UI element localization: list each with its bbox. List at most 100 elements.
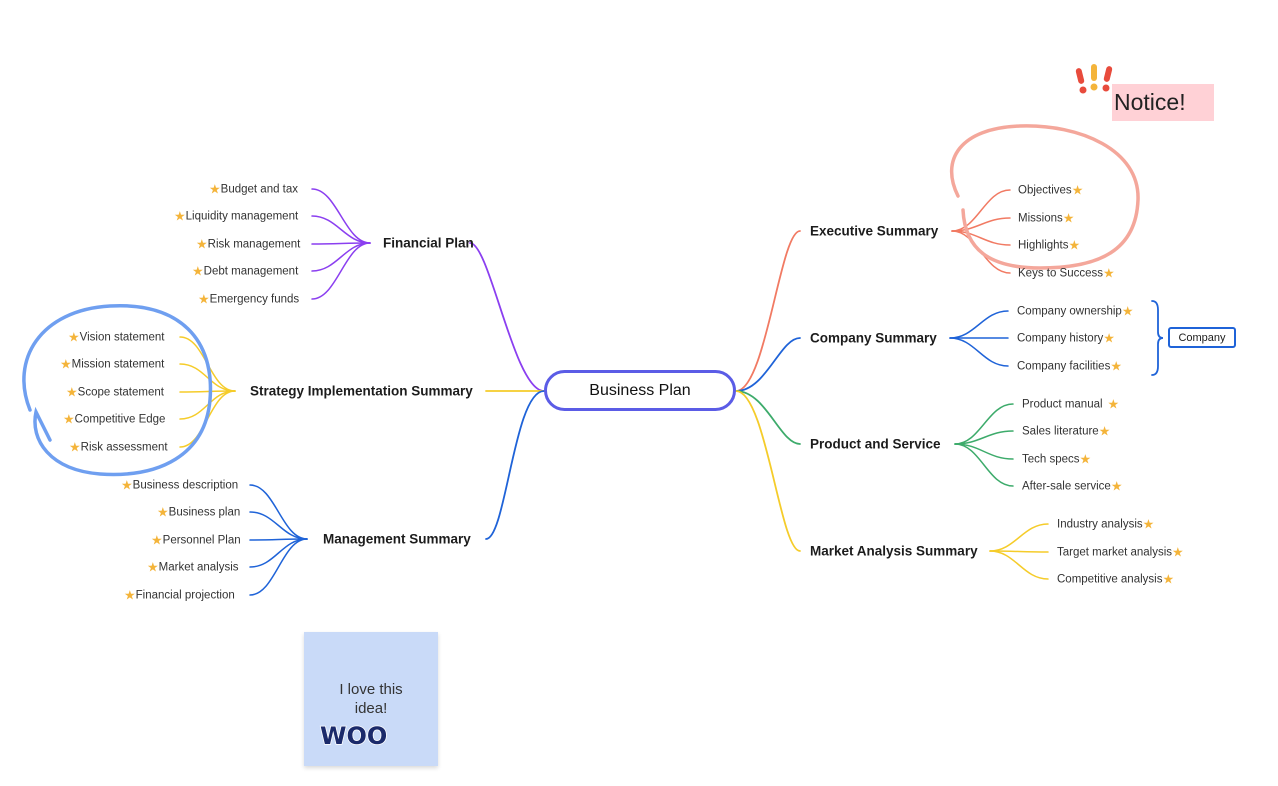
sticky-note[interactable]: I love this idea! WOO bbox=[304, 632, 438, 766]
star-icon: ★ bbox=[147, 559, 159, 575]
leaf-connector-company-0 bbox=[949, 310, 1009, 339]
leaf-connector-management-3 bbox=[249, 538, 308, 568]
star-icon: ★ bbox=[1121, 303, 1134, 319]
branch-management-summary[interactable]: Management Summary bbox=[323, 531, 471, 547]
leaf-connector-financial-1 bbox=[311, 215, 371, 244]
leaf-company-ownership[interactable]: Company ownership★ bbox=[1017, 303, 1134, 319]
star-icon: ★ bbox=[174, 208, 186, 224]
leaf-industry-analysis[interactable]: Industry analysis★ bbox=[1057, 516, 1155, 532]
central-topic-business-plan[interactable]: Business Plan bbox=[544, 370, 736, 411]
star-icon: ★ bbox=[121, 477, 133, 493]
leaf-connector-product-3 bbox=[954, 443, 1014, 487]
branch-strategy-implementation-summary[interactable]: Strategy Implementation Summary bbox=[250, 383, 473, 399]
star-icon: ★ bbox=[1172, 544, 1184, 560]
summary-bracket bbox=[1151, 300, 1164, 376]
leaf-target-market-analysis[interactable]: Target market analysis★ bbox=[1057, 544, 1184, 560]
branch-executive-summary[interactable]: Executive Summary bbox=[810, 223, 939, 239]
notice-label[interactable]: Notice! bbox=[1112, 84, 1214, 121]
leaf-emergency-funds[interactable]: ★Emergency funds bbox=[198, 291, 300, 307]
connector-market bbox=[735, 390, 801, 552]
leaf-objectives[interactable]: Objectives★ bbox=[1018, 182, 1084, 198]
leaf-connector-market-2 bbox=[989, 550, 1049, 580]
star-icon: ★ bbox=[1068, 237, 1081, 253]
star-icon: ★ bbox=[198, 291, 210, 307]
leaf-connector-market-0 bbox=[989, 523, 1049, 552]
star-icon: ★ bbox=[1107, 396, 1120, 412]
star-icon: ★ bbox=[1079, 451, 1092, 467]
star-icon: ★ bbox=[1162, 571, 1175, 587]
leaf-mission-statement[interactable]: ★Mission statement bbox=[60, 356, 165, 372]
branch-product-and-service[interactable]: Product and Service bbox=[810, 436, 941, 452]
exclamation-sticker-icon bbox=[1075, 64, 1113, 94]
leaf-connector-financial-4 bbox=[311, 242, 371, 300]
leaf-after-sale-service[interactable]: After-sale service★ bbox=[1022, 478, 1123, 494]
connector-financial bbox=[469, 242, 545, 392]
leaf-risk-assessment[interactable]: ★Risk assessment bbox=[69, 439, 168, 455]
leaf-company-history[interactable]: Company history★ bbox=[1017, 330, 1115, 346]
star-icon: ★ bbox=[69, 439, 81, 455]
star-icon: ★ bbox=[1098, 423, 1111, 439]
star-icon: ★ bbox=[63, 411, 75, 427]
star-icon: ★ bbox=[1110, 358, 1122, 374]
star-icon: ★ bbox=[1103, 330, 1115, 346]
star-icon: ★ bbox=[1103, 265, 1115, 281]
leaf-business-description[interactable]: ★Business description bbox=[121, 477, 239, 493]
leaf-connector-executive-0 bbox=[951, 189, 1011, 232]
blue-annotation-circle bbox=[22, 304, 213, 477]
leaf-vision-statement[interactable]: ★Vision statement bbox=[68, 329, 165, 345]
star-icon: ★ bbox=[66, 384, 78, 400]
leaf-scope-statement[interactable]: ★Scope statement bbox=[66, 384, 164, 400]
connector-product bbox=[735, 390, 801, 445]
leaf-debt-management[interactable]: ★Debt management bbox=[192, 263, 299, 279]
sticky-note-text: I love this idea! bbox=[339, 681, 403, 717]
leaf-budget-and-tax[interactable]: ★Budget and tax bbox=[209, 181, 299, 197]
leaf-personnel-plan[interactable]: ★Personnel Plan bbox=[151, 532, 241, 548]
leaf-connector-strategy-1 bbox=[179, 363, 236, 392]
leaf-financial-projection[interactable]: ★Financial projection bbox=[124, 587, 235, 603]
leaf-sales-literature[interactable]: Sales literature★ bbox=[1022, 423, 1111, 439]
star-icon: ★ bbox=[1071, 182, 1084, 198]
leaf-connector-company-2 bbox=[949, 337, 1009, 367]
pink-annotation-circle bbox=[949, 124, 1140, 270]
connector-management bbox=[485, 390, 545, 540]
leaf-connector-management-0 bbox=[249, 484, 308, 540]
leaf-connector-financial-3 bbox=[311, 242, 371, 272]
star-icon: ★ bbox=[1062, 210, 1075, 226]
star-icon: ★ bbox=[157, 504, 169, 520]
leaf-liquidity-management[interactable]: ★Liquidity management bbox=[174, 208, 299, 224]
star-icon: ★ bbox=[209, 181, 221, 197]
leaf-product-manual[interactable]: Product manual★ bbox=[1022, 396, 1120, 412]
leaf-connector-management-4 bbox=[249, 538, 308, 596]
branch-financial-plan[interactable]: Financial Plan bbox=[383, 235, 474, 251]
leaf-connector-financial-0 bbox=[311, 188, 371, 244]
leaf-highlights[interactable]: Highlights★ bbox=[1018, 237, 1081, 253]
leaf-risk-management[interactable]: ★Risk management bbox=[196, 236, 301, 252]
branch-market-analysis-summary[interactable]: Market Analysis Summary bbox=[810, 543, 978, 559]
star-icon: ★ bbox=[196, 236, 208, 252]
leaf-keys-to-success[interactable]: Keys to Success★ bbox=[1018, 265, 1115, 281]
connector-executive bbox=[735, 230, 801, 392]
leaf-tech-specs[interactable]: Tech specs★ bbox=[1022, 451, 1092, 467]
star-icon: ★ bbox=[1110, 478, 1123, 494]
summary-box-company[interactable]: Company bbox=[1168, 327, 1236, 348]
leaf-missions[interactable]: Missions★ bbox=[1018, 210, 1075, 226]
leaf-competitive-analysis[interactable]: Competitive analysis★ bbox=[1057, 571, 1175, 587]
star-icon: ★ bbox=[68, 329, 80, 345]
star-icon: ★ bbox=[192, 263, 204, 279]
leaf-market-analysis[interactable]: ★Market analysis bbox=[147, 559, 239, 575]
star-icon: ★ bbox=[151, 532, 163, 548]
leaf-business-plan[interactable]: ★Business plan bbox=[157, 504, 241, 520]
leaf-connector-management-1 bbox=[249, 511, 308, 540]
branch-company-summary[interactable]: Company Summary bbox=[810, 330, 937, 346]
star-icon: ★ bbox=[60, 356, 72, 372]
connector-company bbox=[735, 337, 801, 392]
woo-sticker-icon: WOO bbox=[319, 722, 388, 750]
leaf-company-facilities[interactable]: Company facilities★ bbox=[1017, 358, 1122, 374]
woo-sticker-text: WOO bbox=[320, 722, 387, 750]
star-icon: ★ bbox=[124, 587, 136, 603]
star-icon: ★ bbox=[1142, 516, 1155, 532]
leaf-competitive-edge[interactable]: ★Competitive Edge bbox=[63, 411, 166, 427]
central-topic-label: Business Plan bbox=[589, 381, 691, 399]
